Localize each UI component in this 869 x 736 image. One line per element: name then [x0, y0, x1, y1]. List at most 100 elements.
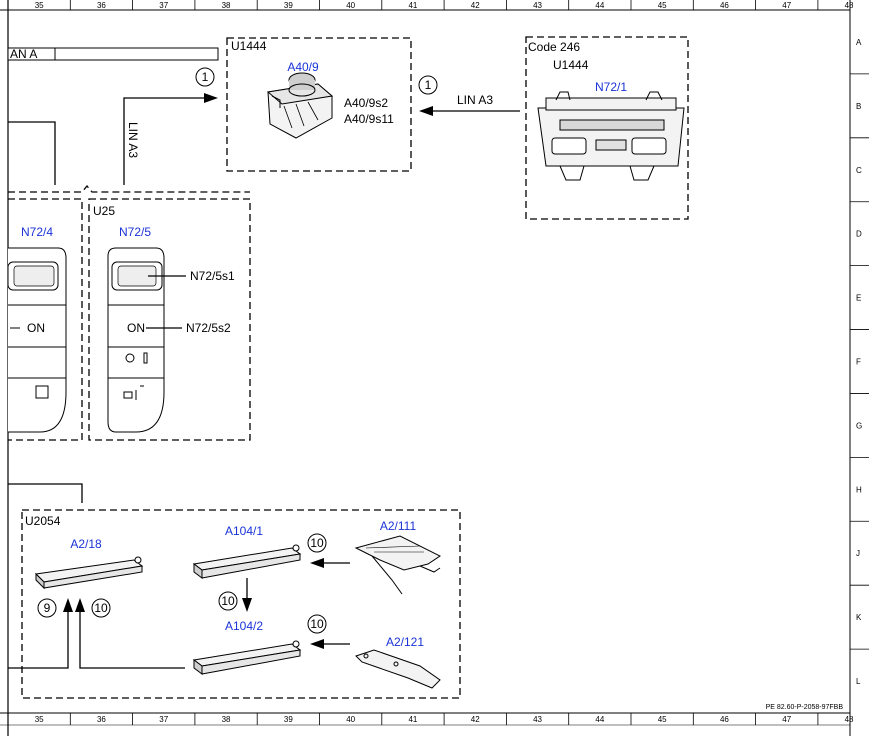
column-number: 44 — [595, 1, 604, 10]
arrow-head — [310, 639, 324, 649]
column-number: 36 — [97, 715, 106, 724]
arrow-head — [419, 106, 433, 116]
column-number: 37 — [159, 1, 168, 10]
arrow-head — [75, 598, 85, 612]
row-letter: D — [856, 230, 862, 239]
column-number: 45 — [658, 715, 667, 724]
callout-10: 10 — [307, 533, 327, 553]
column-number: 46 — [720, 715, 729, 724]
a104-1-module-image — [192, 544, 302, 579]
wire-left — [8, 121, 56, 185]
a104-1-label: A104/1 — [225, 524, 263, 538]
svg-text:9: 9 — [44, 601, 51, 615]
column-number: 41 — [408, 1, 417, 10]
a2-121-antenna-image — [355, 649, 441, 689]
column-number: 35 — [35, 1, 44, 10]
callout-1-right: 1 — [418, 75, 438, 95]
column-number: 43 — [533, 715, 542, 724]
arrow-head — [242, 598, 252, 612]
u1444-code: U1444 — [231, 39, 267, 53]
a2-111-antenna-image — [354, 535, 441, 595]
column-number: 48 — [845, 715, 854, 724]
n72-4-label: N72/4 — [21, 225, 53, 239]
column-number: 41 — [408, 715, 417, 724]
callout-9: 9 — [37, 598, 57, 618]
n72-1-label: N72/1 — [595, 80, 627, 94]
lin-a3-wire-vertical — [123, 97, 212, 185]
wire-10 — [79, 606, 185, 669]
reference-code: PE 82.60-P-2058-97FBB — [766, 704, 844, 711]
svg-text:10: 10 — [310, 617, 324, 631]
ruler-frame — [0, 0, 851, 736]
svg-text:10: 10 — [310, 536, 324, 550]
column-number: 40 — [346, 715, 355, 724]
a40-9-switch-image — [266, 72, 334, 139]
arrow-head — [204, 93, 218, 103]
row-letter: F — [856, 358, 861, 367]
column-number: 44 — [595, 715, 604, 724]
wire-to-u2054 — [8, 483, 83, 503]
column-number: 40 — [346, 1, 355, 10]
u25-code: U25 — [93, 204, 115, 218]
a2-18-module-image — [34, 556, 144, 590]
column-number: 42 — [471, 1, 480, 10]
n72-5s1-label: N72/5s1 — [190, 269, 235, 283]
row-letter: H — [856, 485, 862, 494]
row-ruler-right: A B C D E F G H J K L — [850, 38, 869, 686]
lin-a3-horizontal-label: LIN A3 — [457, 93, 493, 107]
svg-text:1: 1 — [425, 78, 432, 92]
code246-group-box — [525, 36, 689, 220]
can-connector: AN A — [7, 47, 219, 61]
row-letter: G — [856, 421, 862, 430]
svg-text:10: 10 — [94, 601, 108, 615]
row-letter: B — [856, 102, 861, 111]
row-letter: K — [856, 613, 862, 622]
u2054-group-box — [21, 509, 461, 699]
n72-5-label: N72/5 — [119, 225, 151, 239]
n72-1-console-image — [537, 91, 685, 181]
u25-divider-top — [8, 184, 250, 193]
callout-1-left: 1 — [195, 67, 215, 87]
column-number: 36 — [97, 1, 106, 10]
lin-a3-vertical-label: LIN A3 — [126, 122, 140, 158]
svg-text:1: 1 — [202, 70, 209, 84]
a40-9-label: A40/9 — [287, 60, 319, 74]
column-number: 43 — [533, 1, 542, 10]
code246-subcode: U1444 — [553, 58, 589, 72]
n72-5-on-label: ON — [127, 321, 145, 335]
column-number: 42 — [471, 715, 480, 724]
callout-10: 10 — [91, 598, 111, 618]
n72-4-panel-image: ON — [7, 247, 67, 433]
code246-code: Code 246 — [528, 40, 580, 54]
column-number: 47 — [782, 715, 791, 724]
row-letter: A — [856, 38, 862, 47]
n72-4-group-box — [8, 198, 83, 441]
svg-text:10: 10 — [221, 594, 235, 608]
arrow-head — [63, 598, 73, 612]
a104-2-label: A104/2 — [225, 619, 263, 633]
column-number: 47 — [782, 1, 791, 10]
column-number: 38 — [222, 715, 231, 724]
a40-9s11-label: A40/9s11 — [344, 112, 394, 126]
can-label: AN A — [10, 47, 37, 61]
n72-5s2-label: N72/5s2 — [186, 321, 231, 335]
column-number: 39 — [284, 715, 293, 724]
column-number: 48 — [845, 1, 854, 10]
a40-9s2-label: A40/9s2 — [344, 96, 388, 110]
wire-9 — [8, 606, 69, 669]
row-letter: L — [856, 677, 861, 686]
a2-121-label: A2/121 — [386, 635, 424, 649]
n72-4-on-label: ON — [27, 321, 45, 335]
u25-group-box — [88, 198, 251, 441]
column-number: 39 — [284, 1, 293, 10]
row-letter: E — [856, 294, 861, 303]
a2-111-label: A2/111 — [380, 519, 417, 533]
u2054-code: U2054 — [25, 514, 61, 528]
column-number: 37 — [159, 715, 168, 724]
row-letter: C — [856, 166, 862, 175]
row-letter: J — [856, 549, 860, 558]
column-number: 38 — [222, 1, 231, 10]
